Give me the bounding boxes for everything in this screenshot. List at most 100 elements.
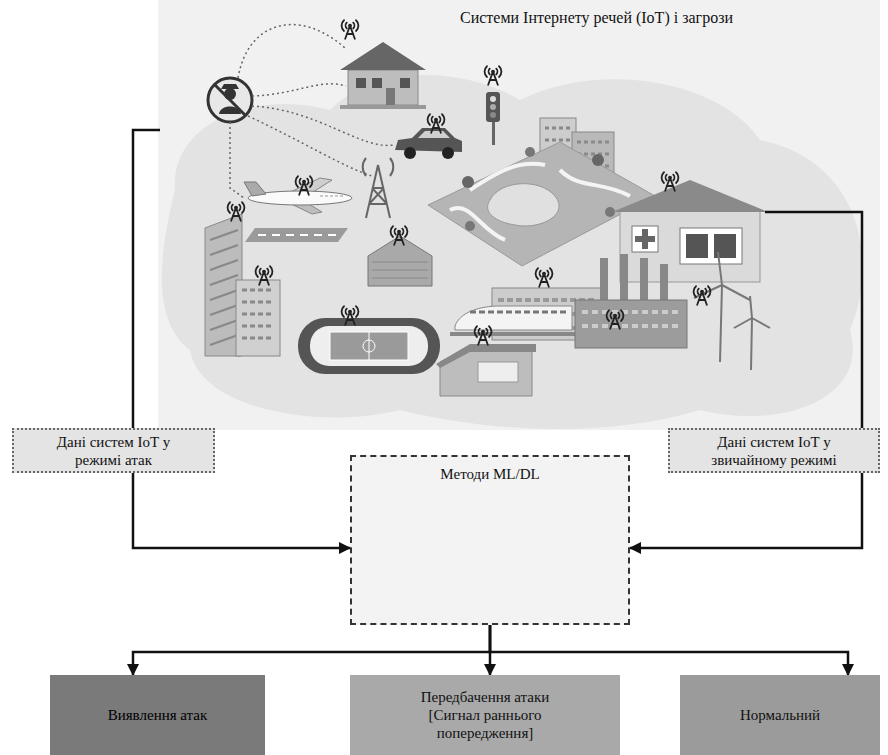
flow-connector	[490, 625, 848, 675]
house-part	[400, 78, 410, 88]
traffic-light-part	[486, 92, 500, 122]
hacker-icon-part	[215, 85, 245, 115]
node-label: Дані систем IoT у режимі атак	[39, 433, 189, 469]
hacker-icon	[208, 78, 252, 122]
attack-paths-part	[238, 25, 345, 78]
train-station-part	[455, 306, 572, 330]
airplane-part	[244, 182, 266, 196]
park-part	[465, 221, 475, 231]
antenna-icons-part	[428, 114, 445, 133]
skyscrapers-part	[242, 290, 274, 338]
factory-part	[582, 312, 680, 326]
node-label: Методи ML/DL	[440, 465, 539, 483]
train-station-part	[470, 311, 566, 314]
house-part	[348, 70, 418, 105]
small-building-part	[478, 362, 518, 382]
panel-background	[158, 0, 880, 430]
hospital-part	[612, 180, 768, 212]
node-label: Передбачення атаки [Сигнал раннього попе…	[398, 688, 573, 742]
cell-tower	[363, 158, 394, 218]
park-part	[462, 176, 474, 188]
flow-connector	[630, 473, 862, 548]
stadium-part	[310, 326, 428, 366]
stadium-part	[363, 340, 375, 352]
node-label: Нормальний	[740, 706, 820, 724]
car-part	[395, 128, 462, 152]
hospital-part	[635, 236, 655, 242]
antenna-icons-part	[228, 202, 245, 221]
antenna-icons-part	[536, 268, 553, 287]
antenna-icons-part	[342, 306, 359, 325]
node-label: Виявлення атак	[108, 706, 208, 724]
car-part	[404, 147, 416, 159]
antenna-icons	[228, 20, 711, 345]
park-part	[488, 184, 559, 226]
house-part	[386, 88, 395, 105]
data-box: Дані систем IoT у режимі атак	[12, 428, 215, 473]
house-part	[340, 105, 426, 109]
runway	[245, 228, 348, 242]
node-label: Дані систем IoT у звичайному режимі	[682, 433, 867, 469]
attack-paths	[230, 25, 394, 198]
hacker-icon-part	[221, 84, 239, 89]
attack-paths-part	[252, 84, 346, 96]
house-part	[372, 78, 382, 88]
flow-connector	[133, 473, 350, 548]
method-box: Методи ML/DL	[350, 455, 630, 625]
antenna-icons-part	[607, 310, 624, 329]
airplane	[244, 178, 352, 214]
hospital	[612, 180, 768, 282]
hospital-part	[686, 234, 708, 258]
flow-connector	[765, 212, 862, 428]
skyscrapers	[205, 214, 280, 356]
antenna-icons-part	[485, 66, 502, 85]
attack-paths-part	[252, 106, 394, 145]
panel-background-part	[158, 0, 880, 430]
antenna-icons-part	[475, 326, 492, 345]
factory-part	[600, 258, 608, 302]
park-part	[592, 154, 604, 166]
stadium	[298, 318, 440, 374]
antenna-icons-part	[256, 266, 273, 285]
factory-part	[620, 254, 628, 302]
wind-turbines-part	[751, 318, 752, 370]
traffic-light-part	[490, 104, 496, 110]
house	[340, 42, 426, 109]
flow-connector	[133, 130, 160, 428]
hacker-icon-part	[208, 78, 252, 122]
stadium-part	[298, 318, 440, 374]
factory-part	[640, 258, 648, 302]
park-part	[450, 164, 630, 240]
car	[395, 128, 462, 159]
small-building-part	[440, 346, 532, 396]
hospital-part	[680, 228, 742, 264]
factory-part	[575, 300, 687, 348]
antenna-icons-part	[662, 172, 679, 191]
traffic-light-part	[490, 96, 496, 102]
train-station-part	[450, 332, 580, 336]
hospital-part	[632, 226, 658, 252]
stadium-part	[330, 332, 408, 360]
factory	[575, 254, 687, 348]
wind-turbines	[694, 252, 770, 370]
stadium-part	[369, 332, 370, 360]
antenna-icons-part	[391, 226, 408, 245]
airplane-part	[320, 196, 345, 197]
warehouse-part	[372, 262, 428, 278]
attack-paths-part	[230, 122, 244, 198]
illustration-panel: Системи Інтернету речей (IoT) і загрози	[160, 0, 765, 420]
traffic-light	[486, 92, 500, 145]
cell-tower-part	[363, 158, 394, 176]
runway-part	[245, 228, 348, 242]
park-part	[525, 147, 535, 157]
flow-connector	[133, 625, 490, 675]
antenna-icons-part	[694, 286, 711, 305]
panel-background-part	[162, 75, 863, 429]
skyscrapers-part	[210, 230, 238, 345]
small-building	[436, 344, 536, 396]
wind-turbines-part	[734, 296, 770, 328]
antenna-icons-part	[296, 176, 313, 195]
warehouse	[368, 236, 432, 286]
